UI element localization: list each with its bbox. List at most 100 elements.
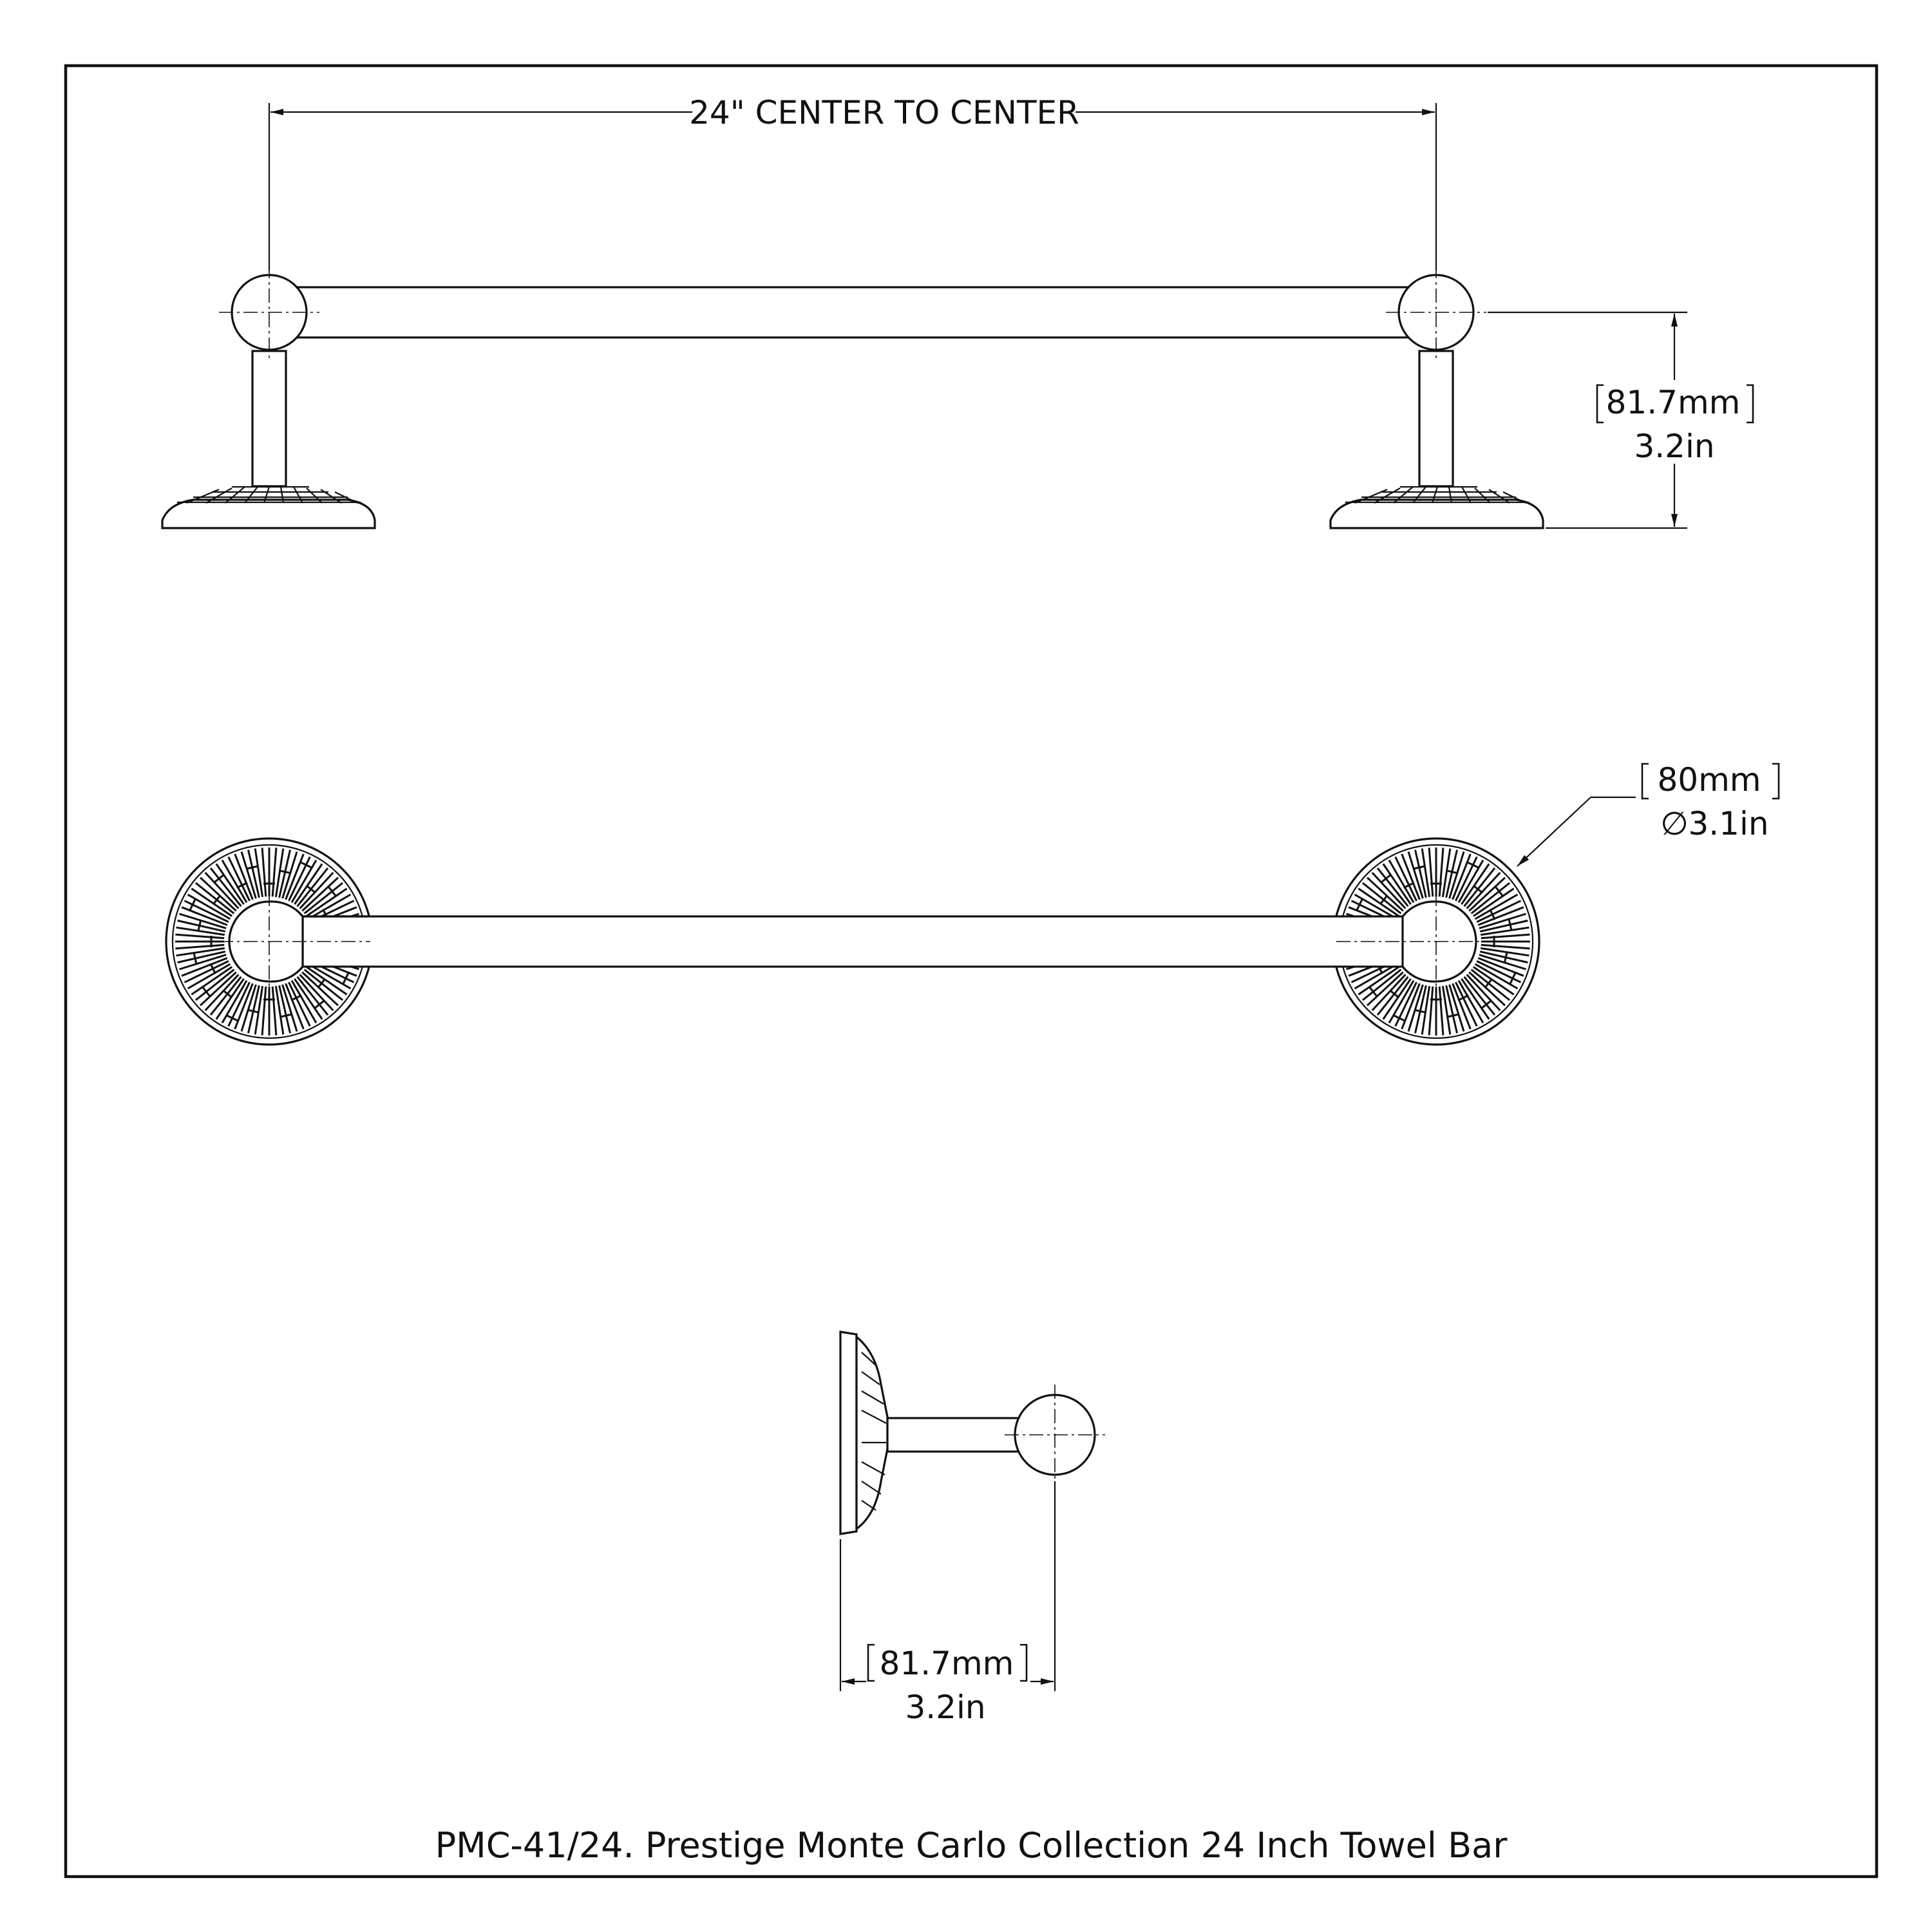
diameter-bracket-right <box>1772 762 1780 800</box>
knurl-stroke <box>247 849 260 898</box>
knurl-tick <box>1356 898 1363 911</box>
knurl-stroke <box>1438 848 1444 897</box>
knurl-tick <box>1389 989 1400 999</box>
knurl-stroke <box>301 876 339 912</box>
knurl-tick <box>193 952 198 965</box>
knurl-stroke <box>1438 986 1444 1036</box>
knurl-tick <box>300 861 312 869</box>
knurl-stroke <box>1407 851 1424 899</box>
knurl-stroke <box>187 963 231 990</box>
knurl-stroke <box>1388 980 1415 1024</box>
knurl-stroke <box>1371 974 1406 1012</box>
knurl-tick <box>342 972 350 985</box>
left-ball-front <box>228 900 304 983</box>
knurl-stroke <box>1428 848 1434 897</box>
knurl-stroke <box>1421 985 1431 1035</box>
knurl-stroke <box>227 856 251 902</box>
knurl-stroke <box>209 867 242 907</box>
knurl-stroke <box>1468 876 1506 912</box>
knurl-tick <box>1509 972 1517 985</box>
knurl-stroke <box>1448 984 1465 1032</box>
knurl-stroke <box>301 971 339 1007</box>
knurl-stroke <box>1414 849 1427 898</box>
knurl-stroke <box>1468 971 1506 1007</box>
knurl-tick <box>1447 1013 1459 1018</box>
knurl-stroke <box>1480 947 1530 957</box>
knurl-stroke <box>194 969 235 1001</box>
knurl-stroke <box>288 981 311 1027</box>
knurl-stroke <box>1479 951 1528 963</box>
knurl-stroke <box>181 906 228 926</box>
knurl-stroke <box>274 985 285 1035</box>
knurl-stroke <box>175 943 225 950</box>
knurl-stroke <box>234 853 254 900</box>
knurl-stroke <box>1477 906 1524 926</box>
projection-bracket-right <box>1020 1643 1028 1682</box>
side-base-texture <box>861 1352 887 1511</box>
knurl-stroke <box>1401 853 1421 900</box>
knurl-stroke <box>1358 966 1400 996</box>
knurl-tick <box>247 1009 260 1014</box>
knurl-stroke <box>1477 957 1524 977</box>
knurl-tick <box>189 898 196 911</box>
knurl-stroke <box>175 933 225 940</box>
knurl-stroke <box>294 978 323 1020</box>
knurl-stroke <box>1376 867 1409 907</box>
knurl-stroke <box>240 851 257 899</box>
front-view: 80mm ∅ 3.1in <box>165 761 1780 1046</box>
knurl-stroke <box>1474 963 1519 990</box>
knurl-stroke <box>1463 976 1496 1016</box>
knurl-stroke <box>261 848 267 897</box>
knurl-stroke <box>176 947 225 957</box>
knurl-stroke <box>240 984 257 1032</box>
knurl-stroke <box>1480 926 1530 936</box>
knurl-stroke <box>221 859 248 904</box>
knurl-tick <box>280 1013 292 1018</box>
drawing-caption: PMC-41/24. Prestige Monte Carlo Collecti… <box>435 1825 1508 1866</box>
knurl-tick <box>1368 986 1378 997</box>
left-post <box>251 350 287 488</box>
knurl-stroke <box>199 876 237 912</box>
knurl-stroke <box>177 951 226 963</box>
knurl-stroke <box>1479 920 1528 933</box>
knurl-tick <box>1379 895 1388 905</box>
knurl-stroke <box>299 871 334 909</box>
knurl-stroke <box>1354 963 1398 990</box>
diameter-bracket-left <box>1641 762 1649 800</box>
knurl-stroke <box>177 920 226 933</box>
knurl-stroke <box>1461 863 1490 905</box>
knurl-stroke <box>271 986 278 1036</box>
knurl-stroke <box>278 849 291 898</box>
knurl-stroke <box>1457 980 1484 1024</box>
knurl-tick <box>222 989 233 999</box>
knurl-tick <box>246 865 258 870</box>
knurl-stroke <box>209 976 242 1016</box>
projection-mm-label: 81.7mm <box>880 1645 1014 1682</box>
knurl-stroke <box>1463 867 1496 907</box>
knurl-stroke <box>1448 851 1465 899</box>
knurl-stroke <box>1407 984 1424 1032</box>
diameter-symbol: ∅ <box>1660 805 1689 842</box>
height-mm-label: 81.7mm <box>1606 384 1741 421</box>
knurl-stroke <box>1371 871 1406 909</box>
knurl-tick <box>1508 918 1513 931</box>
right-base <box>1329 498 1544 529</box>
knurl-stroke <box>307 963 352 990</box>
side-base-dome <box>855 1334 889 1531</box>
knurl-tick <box>1414 1009 1426 1014</box>
knurl-tick <box>1467 861 1479 869</box>
knurl-tick <box>1446 869 1458 875</box>
knurl-stroke <box>1366 971 1404 1007</box>
knurl-stroke <box>1428 986 1434 1036</box>
knurl-tick <box>212 895 222 905</box>
knurl-stroke <box>294 863 323 905</box>
knurl-tick <box>314 999 325 1009</box>
knurl-stroke <box>1474 893 1519 920</box>
knurl-stroke <box>281 851 298 899</box>
knurl-tick <box>1503 951 1508 963</box>
knurl-stroke <box>1481 943 1530 950</box>
knurl-stroke <box>1479 913 1526 929</box>
knurl-stroke <box>290 859 317 904</box>
diameter-in-label: 3.1in <box>1688 805 1768 842</box>
knurl-stroke <box>303 882 344 914</box>
